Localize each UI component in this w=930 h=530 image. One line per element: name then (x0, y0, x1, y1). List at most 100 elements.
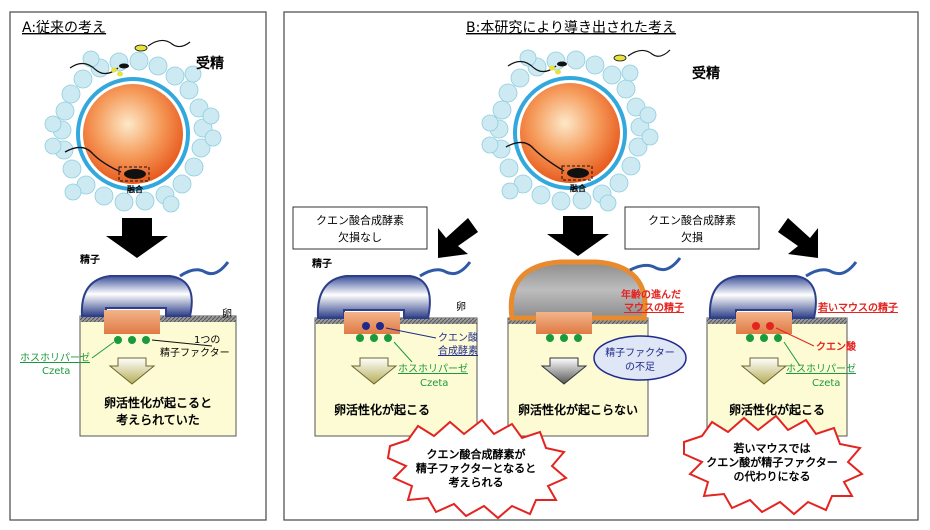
sperm-tail-b2 (629, 257, 682, 272)
burst-left-line1: クエン酸合成酵素が (427, 447, 526, 461)
fusion-box (118, 166, 150, 182)
pointer-plc-b3 (783, 341, 801, 367)
fertilization-label-a: 受精 (196, 55, 224, 72)
sperm-swimming-a (69, 39, 191, 77)
sperm-tail-b1 (419, 261, 472, 278)
plc-dot (356, 334, 364, 342)
pointer-citrate-b3 (775, 327, 815, 347)
down-arrow-center (547, 216, 609, 256)
fusion-label-a: 融合 (127, 184, 144, 194)
plc-label-b1-2: Czeta (420, 378, 448, 389)
down-arrow-a (106, 218, 168, 258)
sperm-egg-unit-a (79, 261, 237, 437)
condition-defect-line2: 欠損 (681, 230, 703, 244)
sperm-egg-unit-b1 (314, 261, 478, 437)
pointer-enzyme-b1 (385, 327, 437, 339)
plc-label-b3: ホスホリパーゼ (786, 363, 856, 375)
plc-label-a-2: Czeta (42, 366, 70, 377)
burst-left-line2: 精子ファクターとなると (416, 461, 536, 475)
young-label-b3: 若いマウスの精子 (817, 301, 898, 314)
plc-label-b3-2: Czeta (812, 378, 840, 389)
egg-cytoplasm (83, 84, 183, 184)
result-label-b1: 卵活性化が起こる (334, 402, 430, 417)
condition-defect-line1: クエン酸合成酵素 (648, 213, 736, 227)
fusion-zone-b3 (736, 312, 792, 334)
pointer-plc-a (91, 341, 115, 359)
result-label-a: 卵活性化が起こると (104, 395, 212, 410)
plc-dot (370, 334, 378, 342)
sperm-head-b1 (316, 275, 431, 319)
factor-label-a: 1つの (194, 335, 220, 346)
no-activation-arrow-b2 (540, 357, 588, 385)
zona-pellucida (76, 77, 190, 191)
burst-left-line3: 考えられる (449, 475, 504, 489)
fusion-site (124, 169, 146, 179)
result-label-b2: 卵活性化が起こらない (518, 402, 638, 417)
condition-no-defect-line2: 欠損なし (338, 230, 382, 244)
egg-box-a (79, 315, 237, 437)
plc-dot (560, 334, 568, 342)
sperm-head-b3 (708, 275, 817, 319)
plc-dot (114, 336, 122, 344)
burst-right-line3: の代わりになる (734, 469, 811, 483)
sperm-head-b2 (508, 259, 648, 321)
fusion-site (567, 168, 589, 178)
sperm-tail-inside (64, 146, 122, 173)
sperm-head-a (80, 275, 193, 317)
burst-right-line2: クエン酸が精子ファクター (706, 455, 838, 469)
plc-dot (774, 334, 782, 342)
egg-cytoplasm (520, 83, 620, 183)
aged-label-b2-2: マウスの精子 (624, 301, 684, 314)
plc-dot (128, 336, 136, 344)
egg-label-a: 卵 (222, 308, 232, 320)
lack-label-b2-2: の不足 (625, 361, 655, 373)
result-label-b3: 卵活性化が起こる (729, 402, 825, 417)
enzyme-label-b1: クエン酸 (438, 331, 478, 344)
pointer-factor-a (151, 339, 213, 347)
egg-label-b1: 卵 (456, 301, 466, 313)
enzyme-dot (362, 322, 370, 330)
cumulus-cells (44, 50, 222, 213)
fusion-box (561, 165, 593, 181)
panel-b-title: B:本研究により導き出された考え (466, 20, 676, 36)
enzyme-label-b1-2: 合成酵素 (438, 344, 478, 357)
sperm-egg-unit-b2 (507, 257, 687, 437)
plc-label-b1: ホスホリパーゼ (398, 363, 468, 375)
sperm-tail-inside (505, 141, 565, 172)
activation-arrow-a (108, 357, 156, 385)
lack-label-b2: 精子ファクター (605, 346, 675, 359)
fertilization-illustration-b: 融合 (481, 49, 659, 212)
burst-left (386, 418, 568, 520)
zona-pellucida (513, 76, 627, 190)
burst-right (683, 414, 864, 516)
plc-dot (760, 334, 768, 342)
panel-a-title: A:従来の考え (22, 20, 106, 36)
lack-bubble (593, 335, 687, 381)
plc-dot (746, 334, 754, 342)
result-label-a-2: 考えられていた (116, 412, 200, 427)
sperm-label-b1: 精子 (312, 257, 332, 270)
enzyme-dot (376, 322, 384, 330)
sperm-tail-a (179, 261, 230, 278)
egg-box-b1 (314, 317, 478, 437)
burst-right-line1: 若いマウスでは (734, 441, 811, 455)
fertilization-label-b: 受精 (692, 65, 720, 82)
pointer-plc-b1 (393, 341, 413, 363)
citrate-dot (766, 322, 774, 330)
activation-arrow-b1 (350, 357, 398, 385)
sperm-label-a: 精子 (80, 253, 100, 266)
fertilization-illustration-a: 融合 (44, 50, 222, 213)
diag-arrow-right (778, 218, 818, 258)
cumulus-cells (481, 49, 659, 212)
fusion-label-b: 融合 (570, 183, 587, 193)
aged-label-b2: 年齢の進んだ (621, 288, 681, 301)
condition-box-defect (624, 206, 760, 250)
activation-arrow-b3 (740, 357, 788, 385)
plc-dot (574, 334, 582, 342)
plc-dot (384, 334, 392, 342)
condition-box-no-defect (292, 206, 428, 250)
plc-dot (546, 334, 554, 342)
fusion-zone-b1 (344, 312, 400, 334)
diag-arrow-left (438, 218, 478, 258)
